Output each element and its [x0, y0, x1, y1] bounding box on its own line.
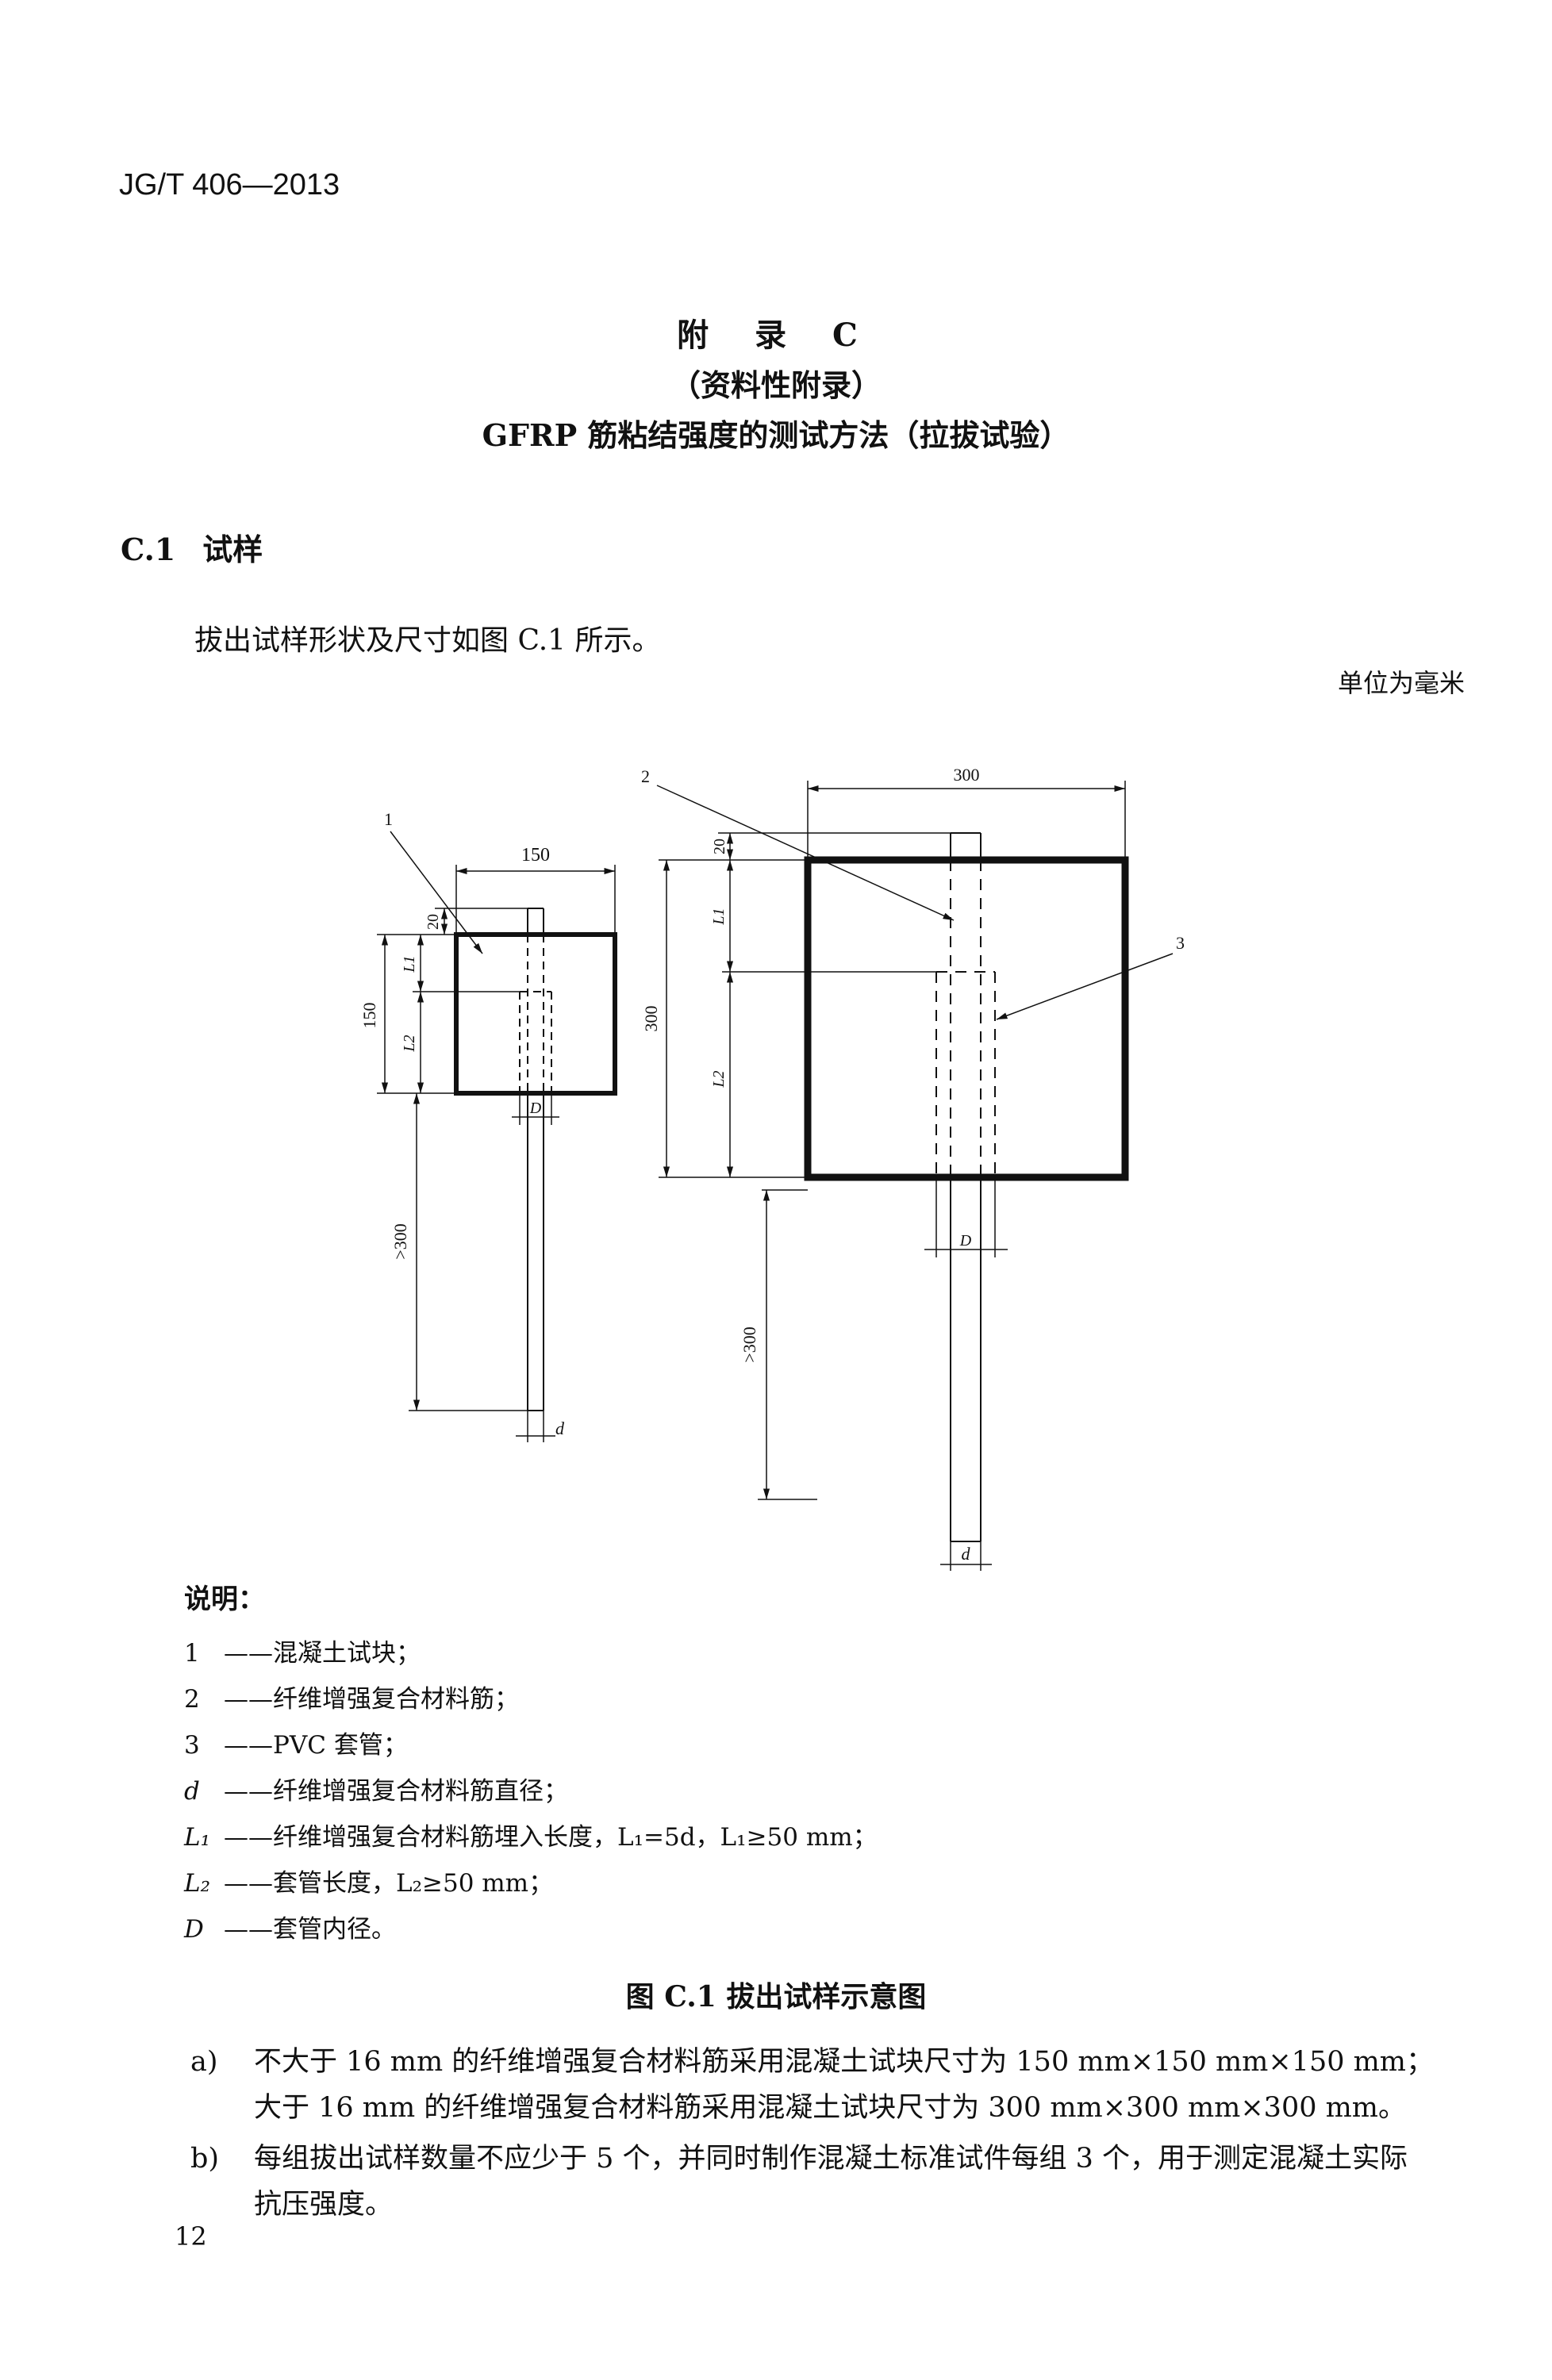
list-label: b) [190, 2143, 220, 2175]
legend-item: L₂ ——套管长度，L₂≥50 mm； [184, 1863, 553, 1898]
list-line: 大于 16 mm 的纤维增强复合材料筋采用混凝土试块尺寸为 300 mm×300… [254, 2092, 1406, 2124]
left-d-sleeve-label: D [529, 1100, 542, 1117]
list-item: b) 每组拔出试样数量不应少于 5 个，并同时制作混凝土标准试件每组 3 个，用… [190, 2136, 1468, 2228]
legend-text: ——纤维增强复合材料筋； [224, 1685, 519, 1714]
standard-code: JG/T 406—2013 [119, 168, 340, 202]
section-heading: C.1 试样 [121, 525, 263, 569]
legend-text: ——套管内径。 [224, 1915, 396, 1944]
legend-title: 说明： [184, 1583, 265, 1615]
callout-1: 1 [384, 809, 393, 829]
legend-key: d [184, 1777, 200, 1806]
appendix-title: 附 录 C [677, 317, 875, 354]
figure-caption: 图 C.1 拔出试样示意图 [625, 1980, 927, 2013]
intro-paragraph: 拔出试样形状及尺寸如图 C.1 所示。 [194, 624, 661, 657]
left-concrete-block [454, 932, 617, 1096]
list-line: 不大于 16 mm 的纤维增强复合材料筋采用混凝土试块尺寸为 150 mm×15… [254, 2046, 1434, 2078]
callout-2: 2 [641, 766, 650, 786]
appendix-name: GFRP 筋粘结强度的测试方法（拉拔试验） [482, 417, 1070, 453]
left-specimen: 150 20 150 L1 L2 D >300 d 1 [359, 809, 617, 1442]
left-l2-label: L2 [401, 1035, 418, 1052]
left-width-label: 150 [521, 845, 550, 866]
legend-item: 1 ——混凝土试块； [184, 1633, 421, 1668]
legend-item: 3 ——PVC 套管； [184, 1725, 408, 1760]
legend-key: D [184, 1915, 204, 1944]
left-offset-label: 20 [424, 914, 442, 930]
right-height-label: 300 [641, 1006, 661, 1032]
list-line: 每组拔出试样数量不应少于 5 个，并同时制作混凝土标准试件每组 3 个，用于测定… [254, 2143, 1408, 2175]
list-item: a) 不大于 16 mm 的纤维增强复合材料筋采用混凝土试块尺寸为 150 mm… [190, 2039, 1468, 2131]
right-bottom-length-label: >300 [740, 1326, 759, 1362]
section-title: 试样 [202, 532, 263, 567]
legend-item: L₁ ——纤维增强复合材料筋埋入长度，L₁=5d，L₁≥50 mm； [184, 1817, 878, 1852]
page-number: 12 [175, 2221, 207, 2251]
left-l1-label: L1 [401, 955, 418, 973]
legend-key: 2 [184, 1685, 200, 1714]
list-label: a) [190, 2046, 218, 2078]
appendix-nature: （资料性附录） [670, 367, 882, 403]
right-l1-label: L1 [710, 908, 728, 925]
right-concrete-block [804, 856, 1129, 1181]
legend-text: ——套管长度，L₂≥50 mm； [224, 1869, 554, 1898]
legend-text: ——PVC 套管； [224, 1731, 408, 1760]
left-d-bar-label: d [555, 1418, 565, 1438]
legend-key: L₂ [184, 1869, 211, 1898]
right-d-sleeve-label: D [959, 1232, 972, 1250]
left-height-label: 150 [359, 1003, 379, 1029]
right-l2-label: L2 [710, 1070, 728, 1088]
section-number: C.1 [121, 532, 176, 567]
list-line: 抗压强度。 [254, 2189, 394, 2221]
figure-c1: 150 20 150 L1 L2 D >300 d 1 [359, 765, 1185, 1571]
callout-3: 3 [1176, 933, 1185, 953]
legend-key: 1 [184, 1639, 200, 1668]
right-width-label: 300 [954, 765, 980, 785]
left-bottom-length-label: >300 [390, 1223, 410, 1259]
legend-text: ——纤维增强复合材料筋直径； [224, 1777, 568, 1806]
legend-key: 3 [184, 1731, 200, 1760]
legend-key: L₁ [184, 1823, 211, 1852]
legend-item: 2 ——纤维增强复合材料筋； [184, 1679, 519, 1714]
legend-text: ——纤维增强复合材料筋埋入长度，L₁=5d，L₁≥50 mm； [224, 1823, 878, 1852]
legend-item: D ——套管内径。 [184, 1909, 396, 1944]
right-offset-label: 20 [711, 839, 728, 854]
right-d-bar-label: d [962, 1544, 971, 1564]
legend-item: d ——纤维增强复合材料筋直径； [184, 1771, 568, 1806]
right-specimen: 300 20 300 L1 L2 D >300 d 2 3 [641, 765, 1185, 1571]
legend-text: ——混凝土试块； [224, 1639, 421, 1668]
unit-note: 单位为毫米 [1337, 668, 1465, 698]
